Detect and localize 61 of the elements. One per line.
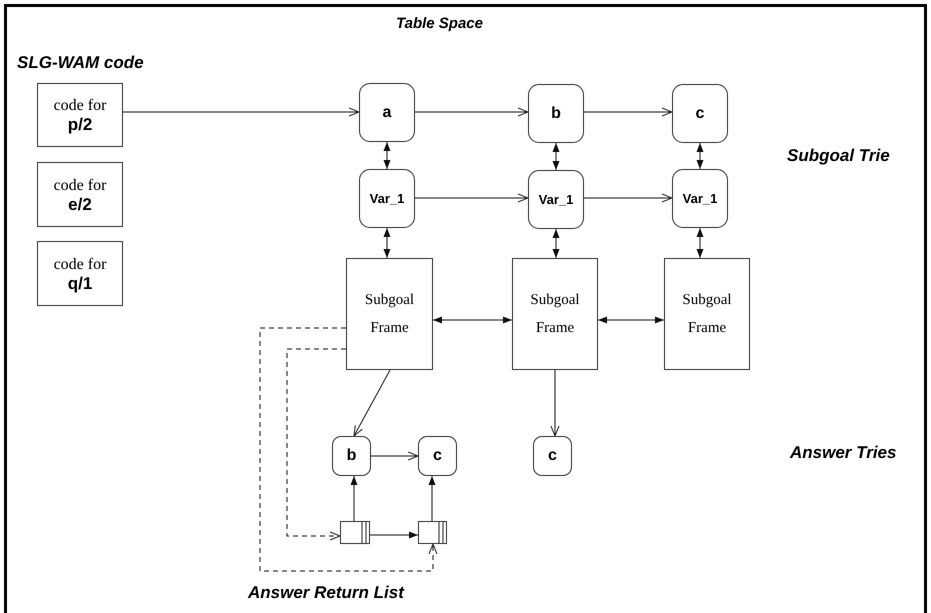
code-box (37, 162, 123, 227)
subgoal-frame-box (346, 258, 433, 370)
arrow (370, 452, 418, 460)
diagram-title: Table Space (396, 14, 483, 34)
section-label: Answer Return List (248, 582, 404, 604)
trie-node (672, 169, 728, 228)
code-caption: code for (54, 254, 106, 274)
node-label: a (382, 102, 392, 122)
section-label: Subgoal Trie (787, 145, 890, 167)
node-label: c (433, 446, 442, 466)
predicate-label: e/2 (68, 194, 92, 214)
code-caption: code for (54, 96, 106, 115)
section-label: Answer Tries (790, 442, 896, 464)
arrow (350, 476, 358, 522)
node-label: b (346, 446, 356, 466)
trie-node (672, 84, 728, 143)
trie-node (359, 83, 415, 142)
frame-label: Subgoal Frame (681, 291, 733, 338)
node-label: b (551, 104, 561, 124)
dashed-arrow (286, 348, 346, 540)
trie-node (418, 436, 457, 476)
arrow (122, 108, 360, 116)
code-caption: code for (54, 176, 106, 194)
trie-node (332, 436, 371, 476)
predicate-label: q/1 (68, 274, 92, 292)
arrow (414, 194, 528, 202)
frame-label: Subgoal Frame (529, 291, 581, 338)
code-box (37, 241, 123, 306)
predicate-label: p/2 (68, 115, 92, 134)
subgoal-frame-box (664, 258, 750, 370)
arrow (696, 142, 704, 170)
list-cell (340, 521, 370, 544)
trie-node (528, 84, 584, 143)
arrow (428, 476, 436, 522)
arrow (354, 370, 390, 436)
arrow (414, 108, 528, 116)
section-label: SLG-WAM code (17, 52, 144, 74)
arrow (384, 228, 390, 258)
frame-label: Subgoal Frame (364, 291, 416, 338)
list-cell (418, 521, 447, 544)
dashed-arrow (260, 328, 438, 572)
node-label: c (548, 446, 557, 466)
trie-node (533, 436, 572, 476)
arrow (550, 370, 560, 436)
trie-node (359, 169, 415, 228)
subgoal-frame-box (512, 258, 598, 370)
node-label: Var_1 (682, 190, 718, 208)
arrow (370, 532, 418, 538)
arrow (384, 142, 390, 170)
arrow (552, 142, 560, 170)
arrow (584, 108, 672, 116)
trie-node (528, 170, 584, 229)
code-box (37, 83, 123, 147)
arrow (584, 194, 672, 202)
arrow (552, 228, 560, 258)
arrow (432, 316, 512, 324)
node-label: Var_1 (370, 190, 404, 208)
arrow (696, 228, 704, 258)
node-label: c (696, 104, 704, 124)
node-label: Var_1 (538, 190, 574, 209)
arrow (598, 316, 664, 324)
